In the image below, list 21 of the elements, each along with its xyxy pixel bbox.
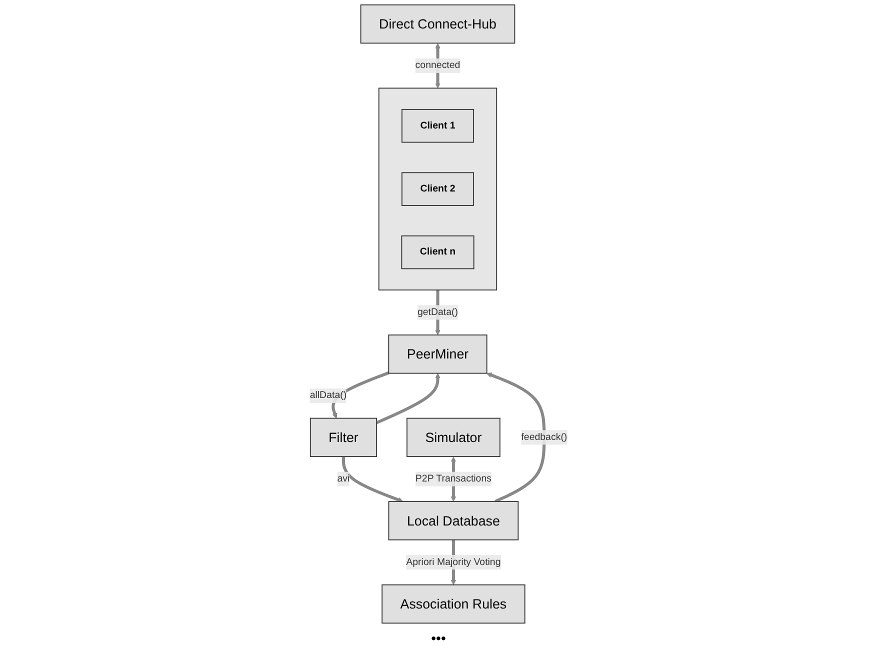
edge-label: getData() [417,307,458,318]
node-box: Filter [310,418,378,458]
ellipsis-label: ••• [431,630,446,646]
node-box: Direct Connect-Hub [360,4,516,44]
edge-label: avi [337,474,350,484]
arrow [342,456,404,502]
arrow [486,372,546,503]
edge-label: feedback() [521,432,568,442]
node-box: PeerMiner [388,334,488,374]
cluster [378,88,498,290]
arrow [376,373,440,424]
node-box: Client n [401,235,474,270]
node-box: Simulator [406,418,500,458]
edge-label: connected [415,60,460,71]
node-box: Client 2 [402,172,474,206]
edge-label: allData() [310,390,347,401]
node-box: Association Rules [382,584,526,624]
edge-label: Apriori Majority Voting [406,556,501,568]
edge-label: P2P Transactions [415,474,492,484]
node-box: Local Database [388,501,519,540]
node-box: Client 1 [402,108,474,143]
